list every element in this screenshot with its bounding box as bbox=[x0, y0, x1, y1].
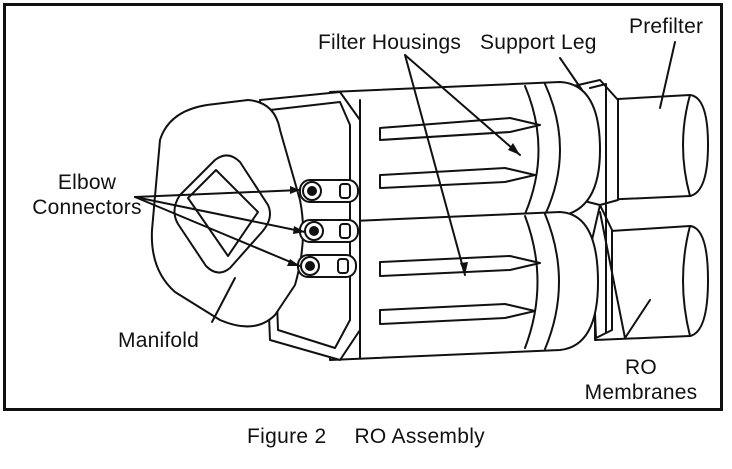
leader-elbow-top bbox=[134, 189, 301, 198]
label-support-leg: Support Leg bbox=[480, 31, 597, 54]
elbow-connector-bottom bbox=[297, 254, 357, 278]
diagram-frame bbox=[3, 3, 723, 411]
leader-lines bbox=[134, 41, 676, 339]
elbow-connectors bbox=[297, 179, 359, 278]
label-elbow-connectors: Elbow Connectors bbox=[32, 170, 142, 220]
label-elbow-line1: Elbow bbox=[57, 171, 117, 194]
figure-caption: Figure 2 RO Assembly bbox=[0, 425, 732, 449]
ro-membrane-cylinder bbox=[594, 225, 709, 341]
caption-figure-number: Figure 2 bbox=[247, 425, 327, 448]
label-ro-membranes: RO Membranes bbox=[572, 355, 710, 405]
leader-elbow-middle bbox=[134, 196, 306, 233]
leader-elbow-bottom bbox=[134, 196, 301, 267]
label-prefilter: Prefilter bbox=[629, 15, 704, 38]
upper-filter-housing bbox=[329, 81, 601, 227]
label-manifold: Manifold bbox=[118, 329, 199, 352]
leader-prefilter bbox=[659, 41, 676, 109]
label-elbow-line2: Connectors bbox=[32, 196, 142, 219]
leader-ro-upper bbox=[599, 211, 626, 339]
leader-filter-housings-lower bbox=[404, 54, 466, 276]
leader-support-leg bbox=[559, 57, 583, 91]
leader-manifold bbox=[211, 277, 236, 323]
elbow-connector-top bbox=[299, 179, 359, 203]
caption-title: RO Assembly bbox=[354, 425, 485, 448]
elbow-connector-middle bbox=[299, 219, 359, 243]
leader-filter-housings-upper bbox=[404, 54, 521, 156]
leader-arrowheads bbox=[287, 143, 520, 275]
label-filter-housings: Filter Housings bbox=[318, 31, 462, 54]
leader-ro-lower bbox=[624, 299, 651, 339]
label-ro-line2: Membranes bbox=[584, 381, 698, 404]
label-ro-line1: RO bbox=[625, 356, 657, 379]
lower-filter-housing bbox=[329, 211, 599, 361]
